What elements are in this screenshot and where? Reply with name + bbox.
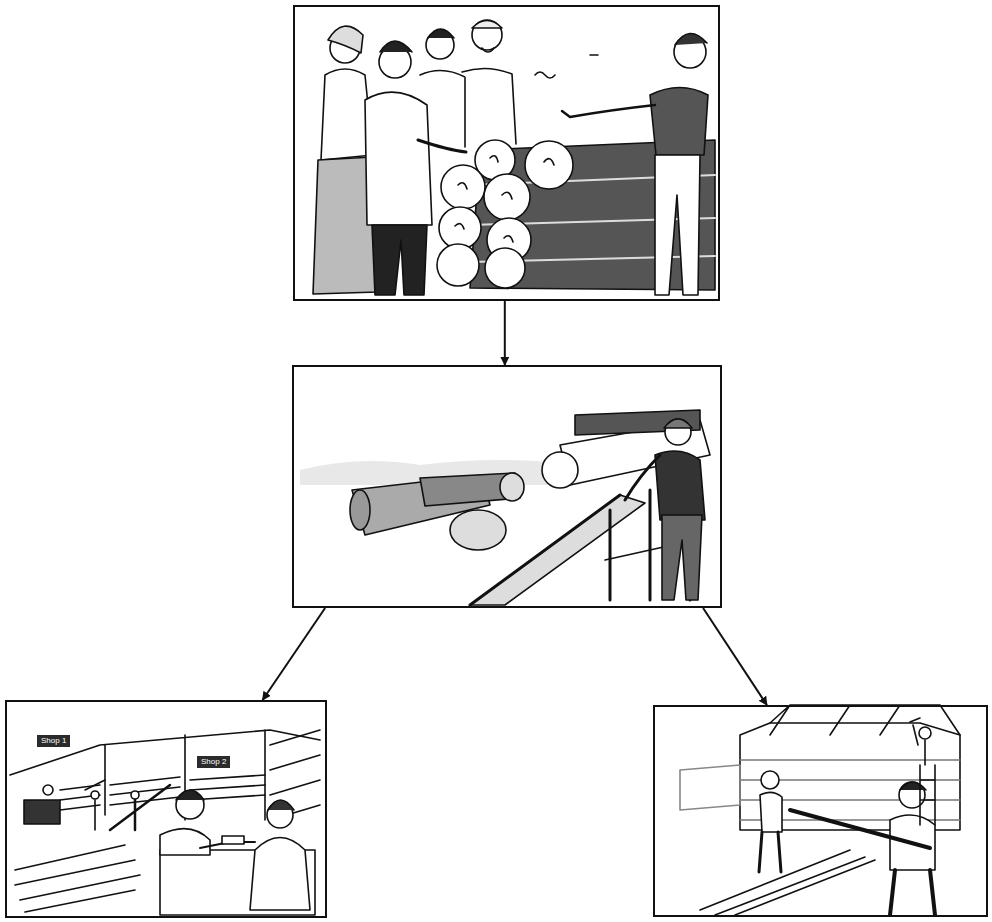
group-with-logs (313, 20, 715, 295)
illustration-panel: Shop 1 Shop 2 (5, 700, 327, 918)
sawmill (300, 410, 710, 605)
illustration-panel (653, 705, 988, 917)
shop-sign: Shop 1 (37, 735, 70, 747)
illustration-panel (293, 5, 720, 301)
flow-arrow (504, 301, 506, 365)
house-construction (680, 705, 960, 915)
shop-sign: Shop 2 (197, 756, 230, 768)
sign-holder: Shop 2 (197, 750, 230, 768)
flow-arrow (703, 608, 767, 705)
flow-arrow (263, 608, 326, 700)
sign-holder: Shop 1 (37, 729, 70, 747)
illustration-panel (292, 365, 722, 608)
timber-shop (10, 730, 320, 915)
